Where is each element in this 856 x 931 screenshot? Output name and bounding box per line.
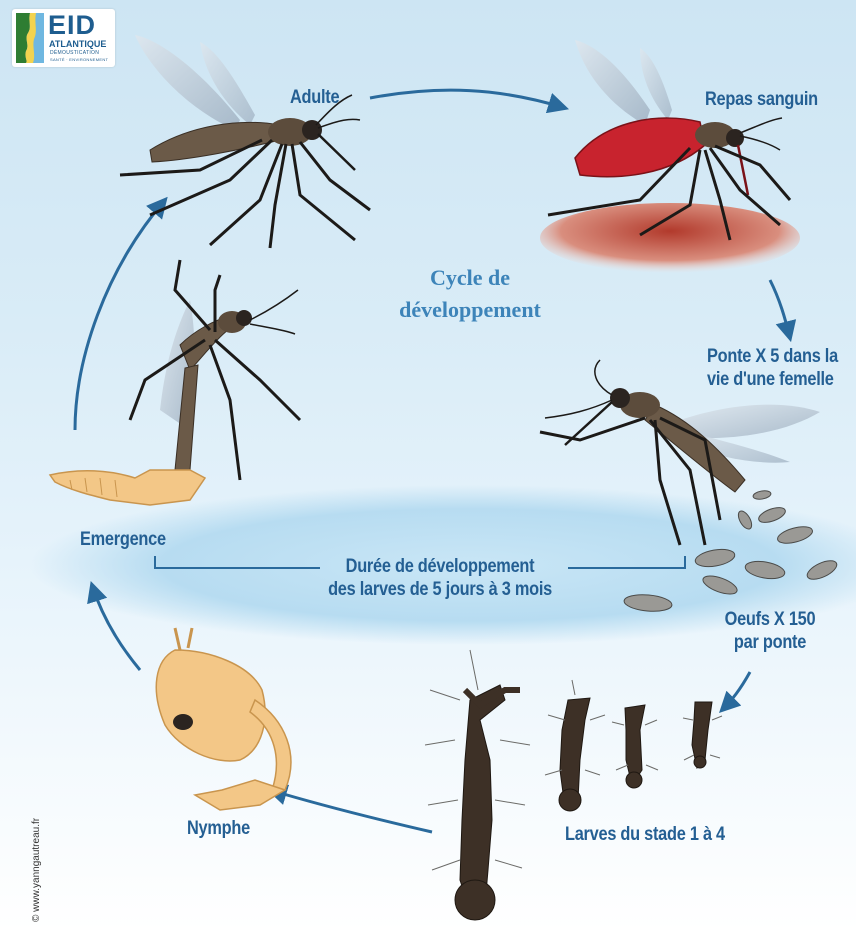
title-line-2: développement [380,294,560,326]
logo-name: EID [48,10,96,41]
label-laying: Ponte X 5 dans la vie d'une femelle [707,345,838,391]
arrow-eggs-to-larvae [722,672,750,710]
label-laying-line-2: vie d'une femelle [707,368,838,391]
eid-logo: EID ATLANTIQUE DÉMOUSTICATION SANTÉ · EN… [12,9,115,67]
arrow-emergence-to-adult [75,200,165,430]
emerging-mosquito-icon [50,260,300,505]
title-line-1: Cycle de [380,262,560,294]
diagram-title: Cycle de développement [380,262,560,326]
label-eggs-line-1: Oeufs X 150 [710,608,830,631]
logo-tagline: DÉMOUSTICATION [50,50,99,56]
label-emergence: Emergence [80,528,166,551]
arrow-blood-meal-to-laying [770,280,790,338]
label-duration-line-1: Durée de développement [320,555,561,578]
image-credit: © www.yanngautreau.fr [31,818,42,922]
label-larvae: Larves du stade 1 à 4 [565,823,725,846]
coastline-logo-icon [16,13,44,63]
label-eggs: Oeufs X 150 par ponte [710,608,830,654]
arrow-adult-to-blood-meal [370,90,565,108]
label-eggs-line-2: par ponte [710,631,830,654]
label-laying-line-1: Ponte X 5 dans la [707,345,838,368]
skin-bite-area [540,203,800,273]
arrow-larvae-to-pupa [270,790,432,832]
pupa-icon [156,628,291,810]
label-blood-meal: Repas sanguin [705,88,818,111]
label-pupa: Nymphe [187,817,250,840]
larvae-icon [455,685,712,920]
logo-subtitle: ATLANTIQUE [49,39,106,49]
adult-mosquito-icon [120,35,370,248]
logo-tagline-2: SANTÉ · ENVIRONNEMENT [50,57,108,62]
label-adult: Adulte [290,86,339,109]
label-duration: Durée de développement des larves de 5 j… [320,555,561,601]
label-duration-line-2: des larves de 5 jours à 3 mois [320,578,561,601]
